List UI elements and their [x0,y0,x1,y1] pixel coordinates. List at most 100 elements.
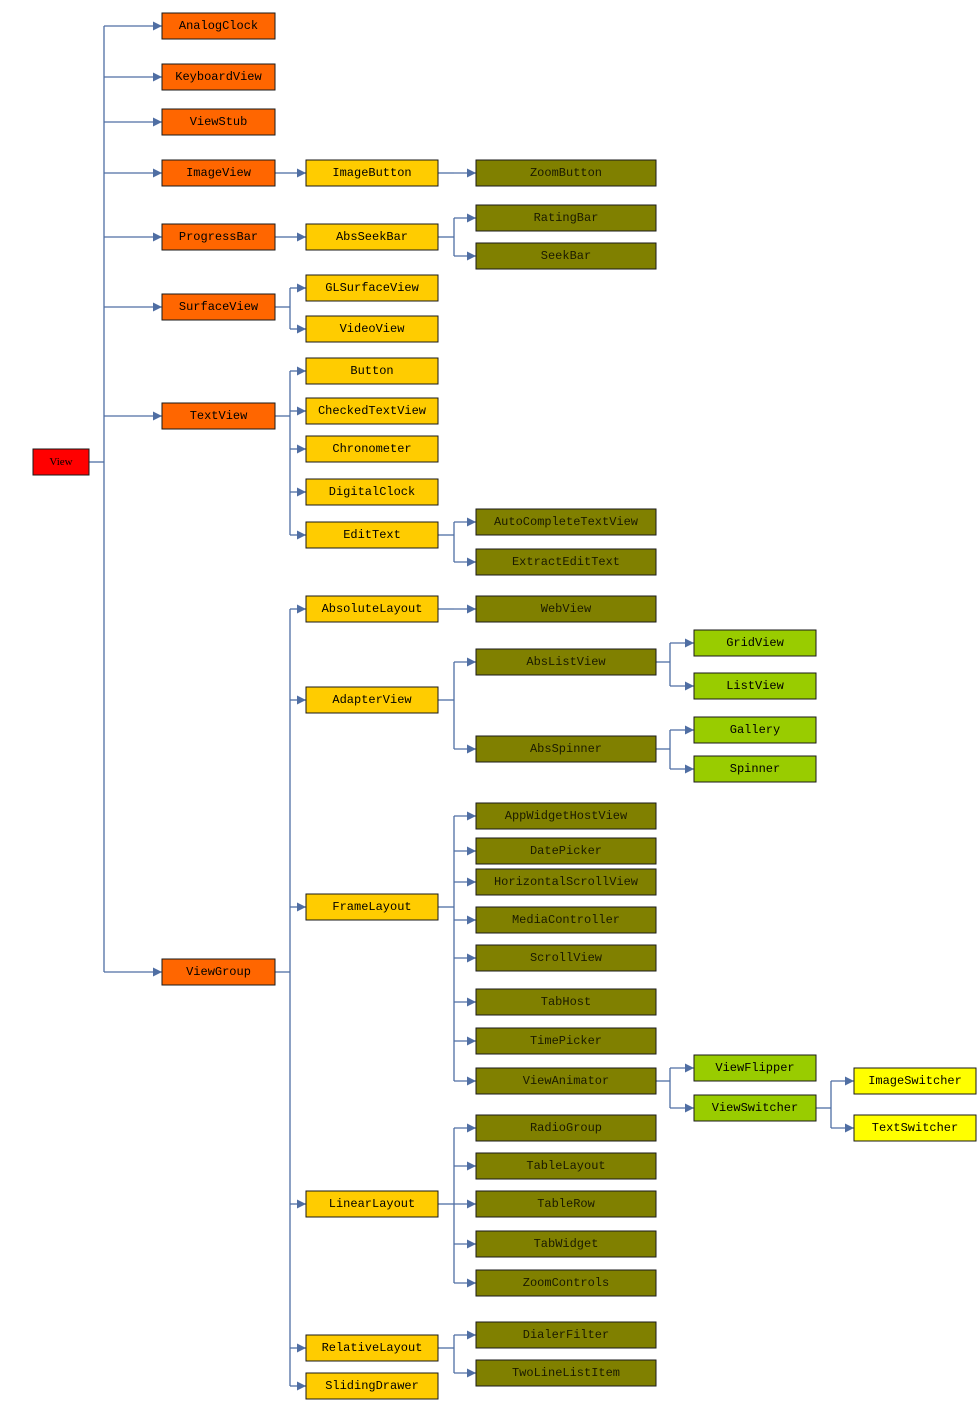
node-two-line-list-item: TwoLineListItem [475,1359,657,1387]
node-label-text-switcher: TextSwitcher [872,1121,958,1135]
node-checked-text-view: CheckedTextView [305,397,439,425]
node-label-checked-text-view: CheckedTextView [318,404,427,418]
node-view-animator: ViewAnimator [475,1067,657,1095]
node-box-linear-layout [305,1190,439,1218]
node-box-surface-view [161,293,276,321]
node-box-extract-edit-text [475,548,657,576]
node-label-linear-layout: LinearLayout [329,1197,415,1211]
node-box-view-stub [161,108,276,136]
node-label-spinner: Spinner [730,762,780,776]
node-view-flipper: ViewFlipper [693,1054,817,1082]
node-box-view [32,448,90,476]
node-label-abs-seek-bar: AbsSeekBar [336,230,408,244]
node-box-gallery [693,716,817,744]
node-label-tab-host: TabHost [541,995,591,1009]
node-label-gallery: Gallery [730,723,780,737]
node-box-button [305,357,439,385]
node-edit-text: EditText [305,521,439,549]
node-tab-host: TabHost [475,988,657,1016]
node-zoom-button: ZoomButton [475,159,657,187]
node-label-abs-list-view: AbsListView [526,655,606,669]
node-list-view: ListView [693,672,817,700]
node-scroll-view: ScrollView [475,944,657,972]
node-tab-widget: TabWidget [475,1230,657,1258]
node-seek-bar: SeekBar [475,242,657,270]
node-label-horizontal-scroll-view: HorizontalScrollView [494,875,639,889]
node-abs-seek-bar: AbsSeekBar [305,223,439,251]
node-box-view-flipper [693,1054,817,1082]
node-box-view-group [161,958,276,986]
node-box-radio-group [475,1114,657,1142]
node-label-table-layout: TableLayout [526,1159,605,1173]
node-label-button: Button [350,364,393,378]
node-surface-view: SurfaceView [161,293,276,321]
node-box-view-animator [475,1067,657,1095]
node-box-date-picker [475,837,657,865]
node-chronometer: Chronometer [305,435,439,463]
node-box-digital-clock [305,478,439,506]
node-label-app-widget-host-view: AppWidgetHostView [505,809,628,823]
node-label-text-view: TextView [190,409,248,423]
node-view: View [32,448,90,476]
node-box-app-widget-host-view [475,802,657,830]
node-box-spinner [693,755,817,783]
node-label-extract-edit-text: ExtractEditText [512,555,620,569]
node-image-button: ImageButton [305,159,439,187]
node-label-view: View [49,456,72,468]
node-time-picker: TimePicker [475,1027,657,1055]
node-box-dialer-filter [475,1321,657,1349]
node-box-adapter-view [305,686,439,714]
node-box-tab-host [475,988,657,1016]
node-box-rating-bar [475,204,657,232]
node-box-auto-complete-text-view [475,508,657,536]
node-label-seek-bar: SeekBar [541,249,591,263]
node-box-time-picker [475,1027,657,1055]
node-label-view-group: ViewGroup [186,965,251,979]
node-label-chronometer: Chronometer [332,442,411,456]
node-web-view: WebView [475,595,657,623]
node-label-media-controller: MediaController [512,913,620,927]
node-label-tab-widget: TabWidget [534,1237,599,1251]
node-label-sliding-drawer: SlidingDrawer [325,1379,419,1393]
node-label-two-line-list-item: TwoLineListItem [512,1366,620,1380]
node-box-abs-list-view [475,648,657,676]
node-box-seek-bar [475,242,657,270]
node-absolute-layout: AbsoluteLayout [305,595,439,623]
node-label-analog-clock: AnalogClock [179,19,258,33]
node-text-view: TextView [161,402,276,430]
node-sliding-drawer: SlidingDrawer [305,1372,439,1400]
node-label-view-switcher: ViewSwitcher [712,1101,798,1115]
node-box-image-button [305,159,439,187]
node-label-view-flipper: ViewFlipper [715,1061,794,1075]
node-label-edit-text: EditText [343,528,401,542]
node-box-zoom-button [475,159,657,187]
node-box-chronometer [305,435,439,463]
node-box-two-line-list-item [475,1359,657,1387]
node-image-view: ImageView [161,159,276,187]
node-label-zoom-controls: ZoomControls [523,1276,609,1290]
node-extract-edit-text: ExtractEditText [475,548,657,576]
node-label-relative-layout: RelativeLayout [322,1341,423,1355]
node-box-image-view [161,159,276,187]
node-label-abs-spinner: AbsSpinner [530,742,602,756]
node-label-keyboard-view: KeyboardView [175,70,262,84]
node-label-view-animator: ViewAnimator [523,1074,609,1088]
node-box-image-switcher [853,1067,977,1095]
node-box-abs-seek-bar [305,223,439,251]
node-label-frame-layout: FrameLayout [332,900,411,914]
node-box-media-controller [475,906,657,934]
node-auto-complete-text-view: AutoCompleteTextView [475,508,657,536]
node-box-list-view [693,672,817,700]
node-box-edit-text [305,521,439,549]
node-adapter-view: AdapterView [305,686,439,714]
node-box-progress-bar [161,223,276,251]
node-view-switcher: ViewSwitcher [693,1094,817,1122]
node-radio-group: RadioGroup [475,1114,657,1142]
node-linear-layout: LinearLayout [305,1190,439,1218]
nodes-layer: ViewAnalogClockKeyboardViewViewStubImage… [32,12,977,1400]
node-label-dialer-filter: DialerFilter [523,1328,609,1342]
node-box-text-view [161,402,276,430]
node-keyboard-view: KeyboardView [161,63,276,91]
node-label-grid-view: GridView [726,636,784,650]
